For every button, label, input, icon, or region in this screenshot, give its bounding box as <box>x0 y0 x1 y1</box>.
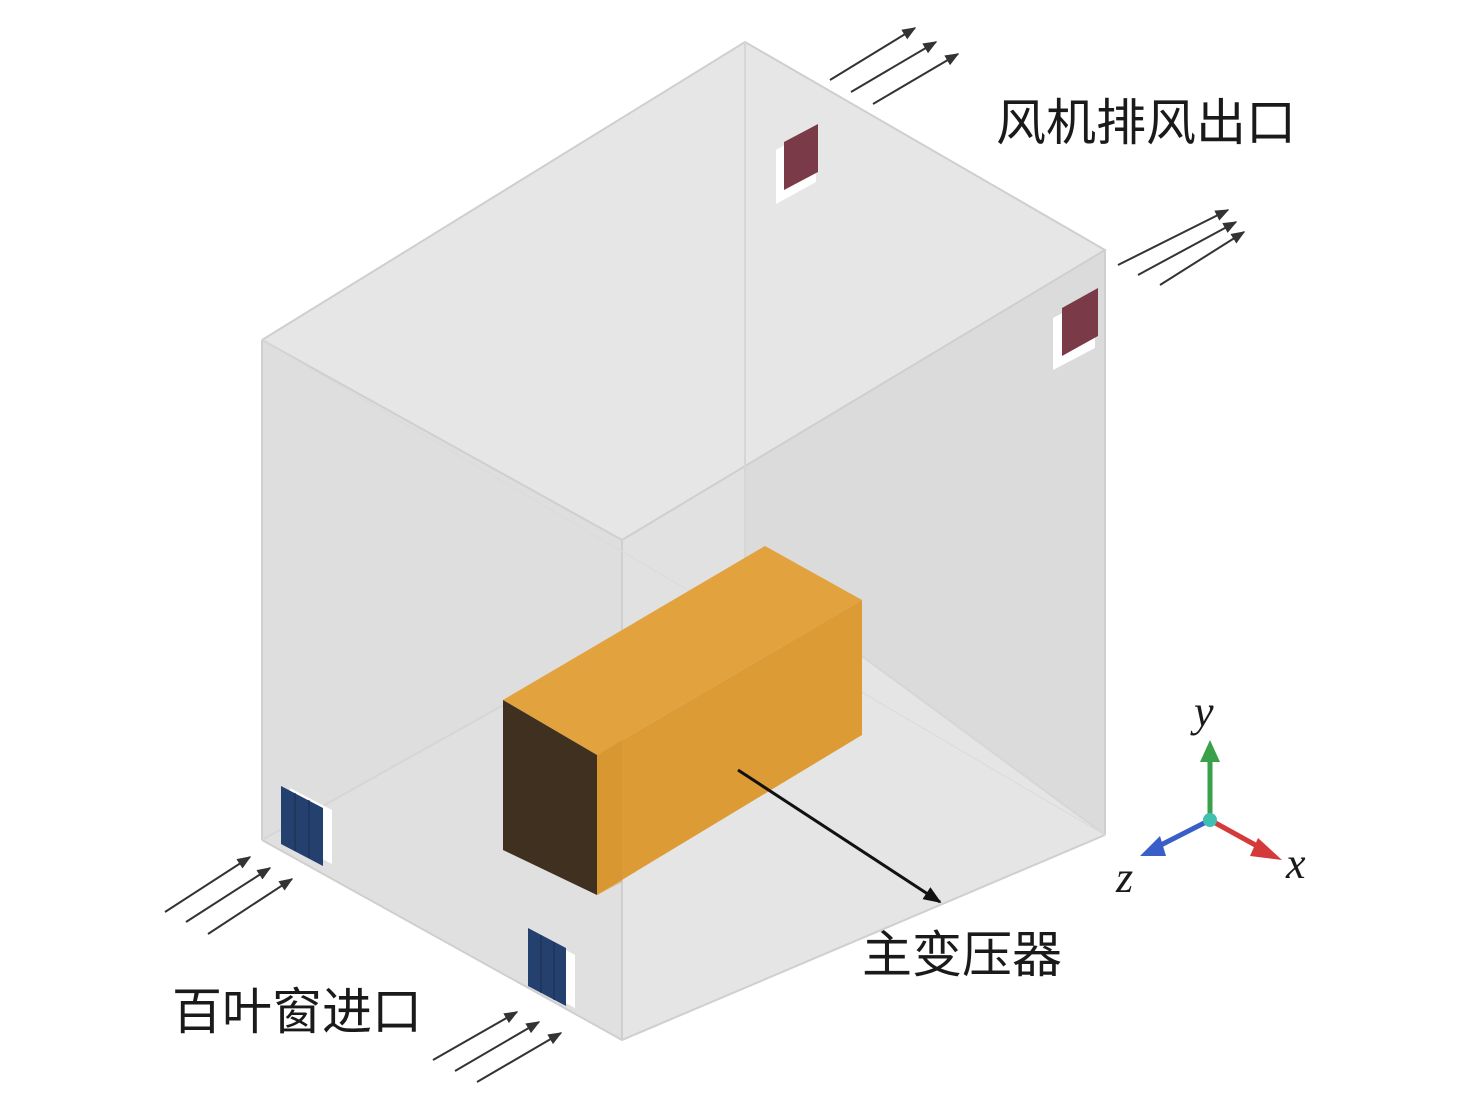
transformer-leader-line <box>737 768 942 904</box>
airflow-arrow-icon <box>164 856 294 935</box>
transformer-left-face <box>503 700 597 895</box>
axis-y-arrowhead <box>1200 740 1220 762</box>
transformer-right-face <box>597 600 862 895</box>
axis-x-arrowhead <box>1250 838 1282 860</box>
fan-outlet-vent-icon <box>1053 288 1098 370</box>
room-ceiling <box>262 42 1105 540</box>
room-box <box>261 40 1107 1042</box>
transformer-top-face <box>503 546 862 755</box>
airflow-arrow-icon <box>1117 209 1246 286</box>
louver-inlet-label: 百叶窗进口 <box>172 983 422 1041</box>
fan-outlet-label: 风机排风出口 <box>996 94 1296 152</box>
axis-z-line <box>1153 817 1212 851</box>
louver-inlet-vent-icon <box>281 786 332 866</box>
main-transformer-block <box>503 546 862 895</box>
airflow-arrow-icon <box>829 27 960 105</box>
axis-z-arrowhead <box>1140 836 1166 856</box>
axis-origin <box>1203 813 1217 827</box>
louver-inlet-vent-icon <box>528 928 575 1008</box>
transformer-front-overlay <box>597 740 622 895</box>
axis-triad <box>1140 740 1282 860</box>
axis-x-label: x <box>1286 839 1306 888</box>
transformer-label: 主变压器 <box>862 926 1062 984</box>
axis-z-label: z <box>1116 853 1134 902</box>
fan-outlet-vent-icon <box>776 124 818 204</box>
axis-y-label: y <box>1194 687 1214 736</box>
room-front-left-wall <box>262 340 622 1040</box>
room-front-right-wall <box>622 250 1105 1040</box>
airflow-arrow-icon <box>432 1011 563 1083</box>
